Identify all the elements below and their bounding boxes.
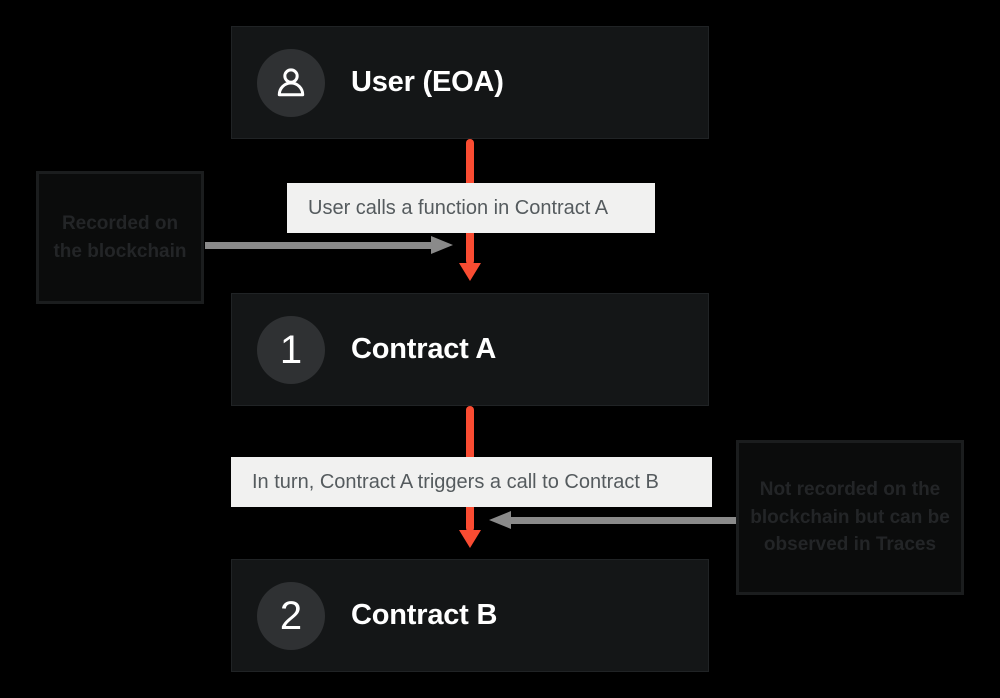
arrow-shaft: [205, 242, 433, 249]
arrow-head: [431, 236, 453, 254]
arrow-shaft: [509, 517, 737, 524]
caption-user-calls-function: User calls a function in Contract A: [287, 183, 655, 233]
annotation-text: Not recorded on the blockchain but can b…: [750, 479, 950, 556]
caption-contract-a-triggers-call: In turn, Contract A triggers a call to C…: [231, 457, 712, 507]
annotation-not-recorded-on-blockchain: Not recorded on the blockchain but can b…: [736, 440, 964, 595]
step-number-badge: 2: [257, 581, 325, 650]
node-label: Contract B: [351, 599, 498, 631]
arrow-head: [459, 530, 481, 548]
arrow-annotation-right-icon: [489, 511, 737, 529]
node-label: User (EOA): [351, 66, 504, 98]
node-contract-b[interactable]: 2 Contract B: [231, 559, 709, 672]
person-icon: [257, 48, 325, 117]
step-number-badge: 1: [257, 315, 325, 384]
caption-text: User calls a function in Contract A: [308, 196, 609, 219]
annotation-text: Recorded on the blockchain: [53, 212, 187, 262]
annotation-recorded-on-blockchain: Recorded on the blockchain: [36, 171, 204, 304]
node-label: Contract A: [351, 333, 497, 365]
node-user-eoa[interactable]: User (EOA): [231, 26, 709, 139]
arrow-head: [459, 263, 481, 281]
arrow-annotation-left-icon: [205, 236, 453, 254]
arrow-head: [489, 511, 511, 529]
node-contract-a[interactable]: 1 Contract A: [231, 293, 709, 406]
caption-text: In turn, Contract A triggers a call to C…: [252, 470, 659, 493]
